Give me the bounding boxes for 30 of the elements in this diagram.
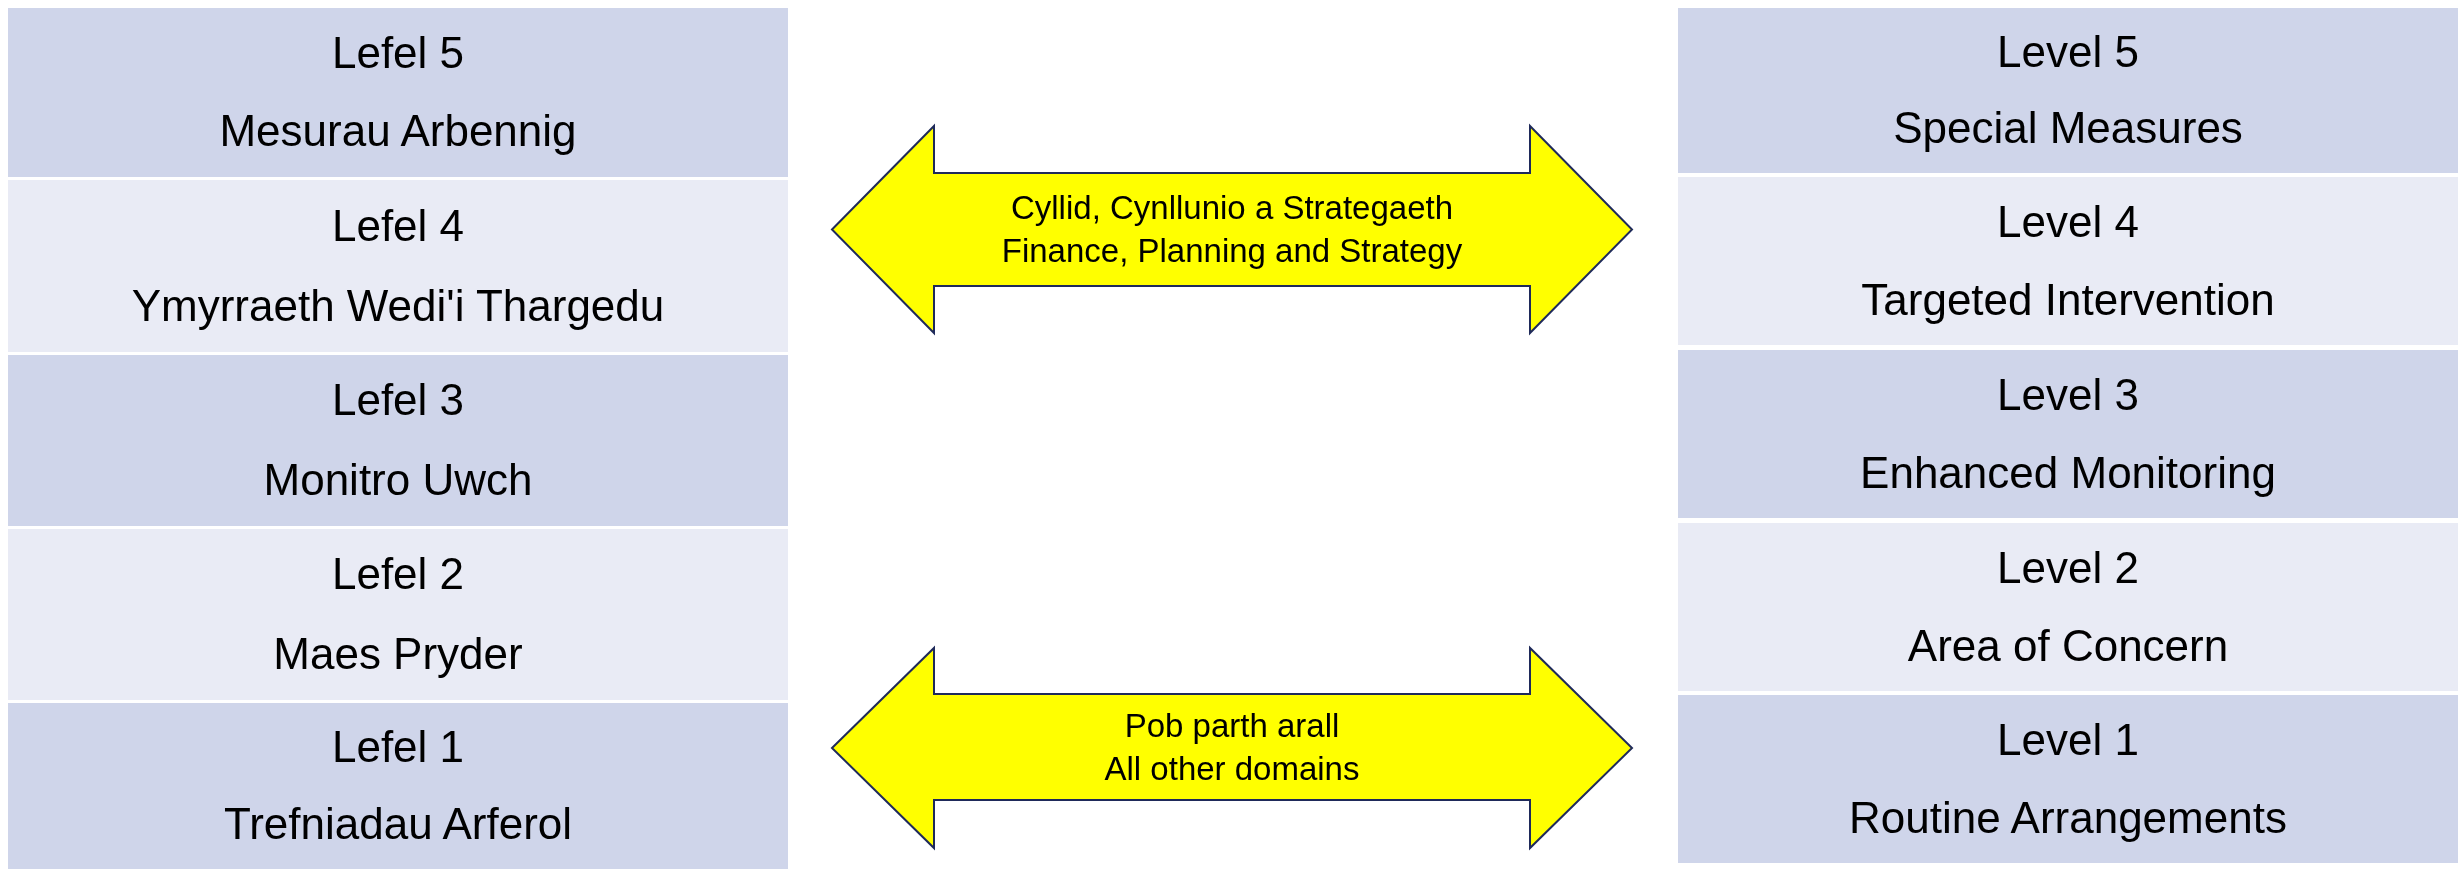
level-number: Lefel 5 <box>331 27 465 79</box>
level-name: Maes Pryder <box>273 628 523 680</box>
level-number: Level 1 <box>1997 714 2139 766</box>
level-number: Lefel 1 <box>331 722 465 773</box>
level-name: Targeted Intervention <box>1861 274 2275 326</box>
arrow-label: Finance, Planning and Strategy <box>1001 230 1463 271</box>
level-number: Lefel 2 <box>331 549 465 601</box>
level-number: Level 4 <box>1997 196 2139 248</box>
level-box <box>1678 350 2458 518</box>
level-box <box>1678 8 2458 173</box>
level-number: Level 3 <box>1997 369 2139 421</box>
level-number: Level 2 <box>1997 542 2139 594</box>
level-box <box>8 355 788 526</box>
arrow-label: Pob parth arall <box>1124 706 1340 747</box>
level-box <box>1678 695 2458 863</box>
level-box <box>8 703 788 869</box>
level-name: Mesurau Arbennig <box>219 106 577 158</box>
level-number: Level 5 <box>1997 26 2139 78</box>
level-number: Lefel 3 <box>331 375 465 427</box>
level-name: Trefniadau Arferol <box>223 799 573 850</box>
level-name: Monitro Uwch <box>263 454 533 506</box>
level-name: Routine Arrangements <box>1849 792 2287 844</box>
level-name: Enhanced Monitoring <box>1860 447 2276 499</box>
level-name: Area of Concern <box>1907 620 2229 672</box>
level-number: Lefel 4 <box>331 200 465 252</box>
level-name: Ymyrraeth Wedi'i Thargedu <box>131 280 665 332</box>
level-box <box>8 8 788 177</box>
arrow-label: All other domains <box>1104 749 1360 789</box>
level-name: Special Measures <box>1893 103 2243 155</box>
arrow-label: Cyllid, Cynllunio a Strategaeth <box>1010 187 1454 228</box>
